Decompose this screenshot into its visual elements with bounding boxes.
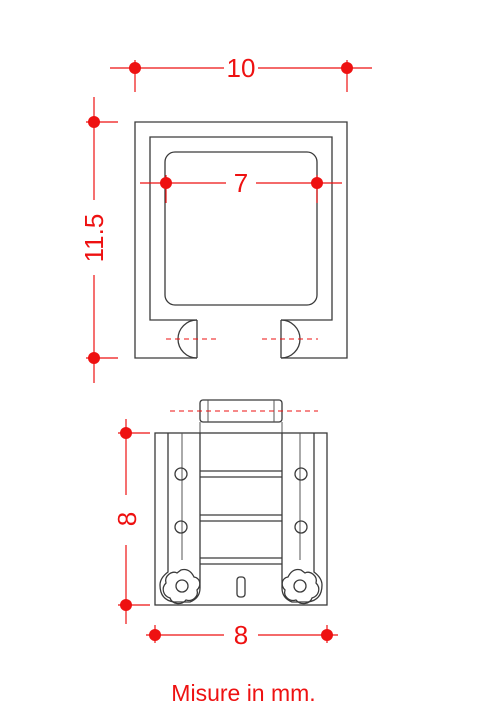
right-boss-hole (293, 579, 307, 593)
dimension-point (88, 352, 100, 364)
dimension-point (160, 177, 172, 189)
dimension-point (321, 629, 333, 641)
dimension-point (341, 62, 353, 74)
dimension-point (149, 629, 161, 641)
top-view-outer-frame (134, 121, 348, 359)
dimension-inner-width: 7 (140, 168, 342, 203)
measurement-caption: Misure in mm. (171, 680, 316, 706)
dimension-label-inner-width: 7 (234, 168, 248, 198)
left-side-plate (159, 433, 201, 603)
top-view-inner-frame (149, 136, 333, 321)
dimension-label-top-height: 11.5 (79, 214, 109, 263)
dimension-label-bottom-height: 8 (112, 512, 142, 526)
left-boss-hole (175, 579, 189, 593)
dimension-label-top-width: 10 (227, 53, 256, 83)
top-view-opening (164, 151, 318, 306)
dimension-point (311, 177, 323, 189)
dimension-point (88, 116, 100, 128)
dimension-bottom-width: 8 (146, 620, 338, 650)
right-side-plate (281, 433, 323, 603)
center-slot (236, 576, 246, 598)
dimension-top-width: 10 (110, 53, 372, 92)
hole-left-middle (174, 520, 188, 534)
hole-right-middle (294, 520, 308, 534)
hole-right-upper (294, 467, 308, 481)
dimension-point (120, 427, 132, 439)
bottom-view (154, 399, 328, 606)
top-view (134, 121, 348, 359)
dimension-label-bottom-width: 8 (234, 620, 248, 650)
left-mounting-boss (162, 568, 201, 605)
hole-left-upper (174, 467, 188, 481)
bottom-view-body (154, 432, 328, 606)
dimension-point (120, 599, 132, 611)
dimension-point (129, 62, 141, 74)
right-mounting-boss (281, 568, 320, 605)
dimension-bottom-height: 8 (112, 419, 150, 624)
cross-bars (200, 470, 282, 565)
dimension-top-height: 11.5 (79, 97, 118, 383)
